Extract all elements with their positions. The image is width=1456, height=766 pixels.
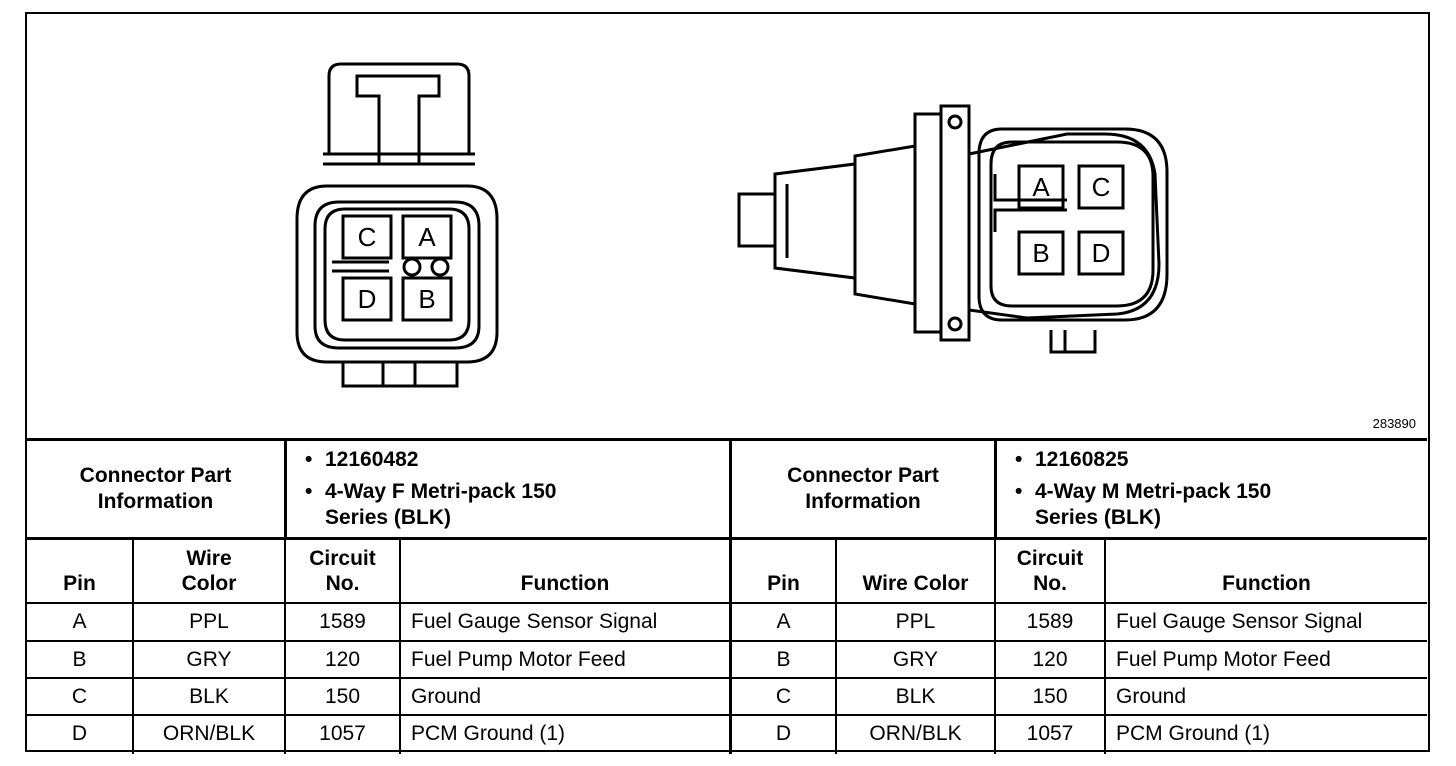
rule-v-data-5	[994, 537, 996, 754]
right-header-wire-color: Wire Color	[862, 572, 969, 595]
male-pin-c-label: C	[1092, 172, 1111, 202]
pin-cell: C	[775, 684, 792, 708]
female-connector	[295, 62, 499, 388]
wire-color-cell: PPL	[895, 610, 936, 633]
left-info-title: Connector Part Information	[79, 463, 232, 513]
rule-v-data-3	[399, 537, 401, 754]
circuit-cell: 120	[1032, 647, 1068, 671]
wire-color-cell: GRY	[186, 647, 232, 671]
male-pin-d-label: D	[1092, 238, 1111, 268]
rule-row-1	[27, 640, 1427, 642]
female-pin-b-box	[401, 276, 453, 322]
wire-color-cell: BLK	[895, 684, 936, 708]
reference-number: 283890	[1372, 416, 1416, 431]
left-info-item: •12160482	[305, 447, 419, 471]
circuit-cell: 1057	[1026, 722, 1074, 745]
function-cell: Fuel Pump Motor Feed	[1116, 647, 1331, 671]
pin-cell: C	[71, 684, 88, 708]
function-cell: PCM Ground (1)	[411, 722, 566, 745]
male-pin-a-label: A	[1032, 172, 1050, 202]
left-header-wire-color: Wire Color	[181, 547, 237, 595]
rule-v-info-2	[994, 438, 997, 539]
pin-cell: D	[775, 722, 792, 745]
left-header-pin: Pin	[63, 572, 96, 595]
female-pin-a-label: A	[418, 222, 436, 252]
rule-v-data-6	[1104, 537, 1106, 754]
left-info-item: •4-Way F Metri-pack 150 Series (BLK)	[305, 479, 557, 529]
male-pin-c-box	[1077, 164, 1125, 210]
male-pin-d-box	[1077, 230, 1125, 276]
wire-color-cell: ORN/BLK	[869, 722, 962, 745]
rule-info-bottom	[27, 537, 1427, 540]
wire-color-cell: BLK	[189, 684, 229, 708]
male-pin-b-label: B	[1032, 238, 1049, 268]
pin-cell: A	[72, 610, 87, 633]
function-cell: Fuel Gauge Sensor Signal	[1116, 610, 1363, 633]
function-cell: Fuel Gauge Sensor Signal	[411, 610, 658, 633]
right-header-circuit: Circuit No.	[1016, 547, 1084, 595]
rule-header-bottom	[27, 602, 1427, 604]
pin-cell: A	[776, 610, 791, 633]
female-pin-d-box	[341, 276, 393, 322]
circuit-cell: 1589	[1026, 610, 1074, 633]
wire-color-cell: ORN/BLK	[162, 722, 256, 745]
left-info-list: •12160482 •4-Way F Metri-pack 150 Series…	[287, 440, 729, 537]
pin-cell: B	[776, 647, 791, 671]
rule-row-2	[27, 677, 1427, 679]
male-pin-a-box	[1017, 164, 1065, 210]
rule-row-3	[27, 714, 1427, 716]
rule-v-info-1	[284, 438, 287, 539]
rule-v-info-mid	[729, 438, 732, 539]
pin-cell: D	[71, 722, 88, 745]
left-header-circuit: Circuit No.	[309, 547, 376, 595]
female-pin-d-label: D	[358, 284, 377, 314]
female-pin-a-box	[401, 214, 453, 260]
circuit-cell: 120	[324, 647, 361, 671]
left-header-function: Function	[520, 572, 610, 595]
rule-v-data-1	[132, 537, 134, 754]
circuit-cell: 1057	[319, 722, 366, 745]
wire-color-cell: PPL	[189, 610, 229, 633]
male-pin-b-box	[1017, 230, 1065, 276]
connector-drawing: C A D B A C	[295, 62, 1169, 388]
wire-color-cell: GRY	[892, 647, 939, 671]
circuit-cell: 1589	[319, 610, 366, 633]
right-info-item: •12160825	[1015, 447, 1129, 471]
male-connector	[737, 104, 1169, 354]
pin-cell: B	[72, 647, 87, 671]
circuit-cell: 150	[1032, 684, 1068, 708]
rule-v-data-4	[835, 537, 837, 754]
female-pin-c-box	[341, 214, 393, 260]
function-cell: Fuel Pump Motor Feed	[411, 647, 626, 671]
right-info-list: •12160825 •4-Way M Metri-pack 150 Series…	[997, 440, 1427, 537]
function-cell: PCM Ground (1)	[1116, 722, 1271, 745]
female-pin-c-label: C	[358, 222, 377, 252]
right-header-pin: Pin	[767, 572, 800, 595]
right-info-title: Connector Part Information	[787, 463, 939, 513]
function-cell: Ground	[411, 684, 482, 708]
diagram-frame: C A D B A C	[25, 12, 1430, 754]
function-cell: Ground	[1116, 684, 1187, 708]
right-header-function: Function	[1222, 572, 1311, 595]
circuit-cell: 150	[324, 684, 361, 708]
rule-v-data-2	[284, 537, 286, 754]
female-pin-b-label: B	[418, 284, 435, 314]
rule-top	[27, 438, 1427, 441]
right-info-item: •4-Way M Metri-pack 150 Series (BLK)	[1015, 479, 1272, 529]
rule-v-data-mid	[729, 537, 732, 754]
